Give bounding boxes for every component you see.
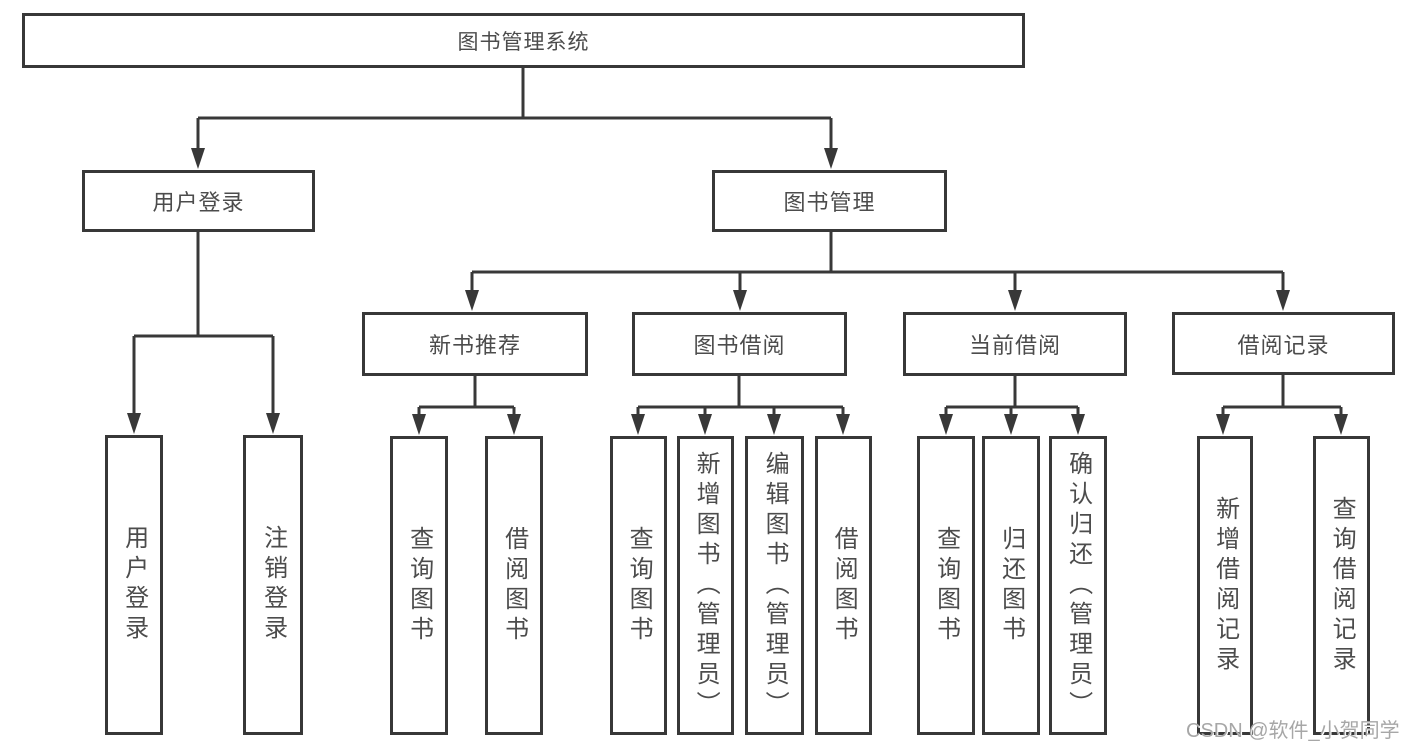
leaf-query-borrow-record: 查询借阅记录 bbox=[1313, 436, 1370, 735]
node-new-book-recommend: 新书推荐 bbox=[362, 312, 588, 376]
leaf-borrow-books-2: 借阅图书 bbox=[815, 436, 872, 735]
watermark-text: CSDN @软件_小贺同学 bbox=[1186, 720, 1400, 742]
leaf-label: 查询图书 bbox=[625, 525, 653, 646]
leaf-query-books-1: 查询图书 bbox=[390, 436, 448, 735]
node-user-login-label: 用户登录 bbox=[152, 190, 245, 215]
leaf-add-books-admin: 新增图书（管理员） bbox=[677, 436, 734, 735]
node-borrowing-records-label: 借阅记录 bbox=[1237, 332, 1330, 358]
leaf-label: 新增图书（管理员） bbox=[692, 450, 720, 721]
leaf-query-books-3: 查询图书 bbox=[917, 436, 975, 735]
node-user-login: 用户登录 bbox=[82, 170, 315, 232]
node-root: 图书管理系统 bbox=[22, 13, 1025, 68]
connector-arrow-stems bbox=[132, 118, 1343, 417]
leaf-label: 借阅图书 bbox=[830, 525, 858, 646]
node-book-management-label: 图书管理 bbox=[783, 190, 876, 215]
leaf-label: 新增借阅记录 bbox=[1211, 495, 1239, 676]
node-book-management: 图书管理 bbox=[712, 170, 947, 232]
leaf-confirm-return-admin: 确认归还（管理员） bbox=[1049, 436, 1107, 735]
leaf-logout: 注销登录 bbox=[243, 435, 303, 735]
leaf-label: 确认归还（管理员） bbox=[1064, 450, 1092, 721]
leaf-user-login: 用户登录 bbox=[105, 435, 163, 735]
leaf-label: 查询图书 bbox=[405, 525, 433, 646]
leaf-borrow-books-1: 借阅图书 bbox=[485, 436, 543, 735]
arrowheads bbox=[127, 148, 1348, 435]
leaf-query-books-2: 查询图书 bbox=[610, 436, 667, 735]
node-book-borrowing: 图书借阅 bbox=[632, 312, 847, 376]
leaf-edit-books-admin: 编辑图书（管理员） bbox=[745, 436, 804, 735]
leaf-return-books: 归还图书 bbox=[982, 436, 1040, 735]
node-current-borrowing: 当前借阅 bbox=[903, 312, 1127, 376]
node-new-book-recommend-label: 新书推荐 bbox=[428, 333, 521, 358]
leaf-label: 查询图书 bbox=[932, 525, 960, 646]
leaf-label: 查询借阅记录 bbox=[1328, 495, 1356, 676]
leaf-label: 用户登录 bbox=[120, 525, 148, 645]
node-borrowing-records: 借阅记录 bbox=[1172, 312, 1395, 375]
connector-spines bbox=[134, 68, 1341, 409]
leaf-label: 注销登录 bbox=[259, 525, 287, 645]
leaf-label: 借阅图书 bbox=[500, 525, 528, 646]
leaf-add-borrow-record: 新增借阅记录 bbox=[1197, 436, 1253, 735]
leaf-label: 编辑图书（管理员） bbox=[761, 450, 789, 721]
node-book-borrowing-label: 图书借阅 bbox=[693, 333, 786, 358]
node-root-label: 图书管理系统 bbox=[457, 30, 590, 54]
leaf-label: 归还图书 bbox=[997, 525, 1025, 646]
node-current-borrowing-label: 当前借阅 bbox=[968, 333, 1061, 358]
